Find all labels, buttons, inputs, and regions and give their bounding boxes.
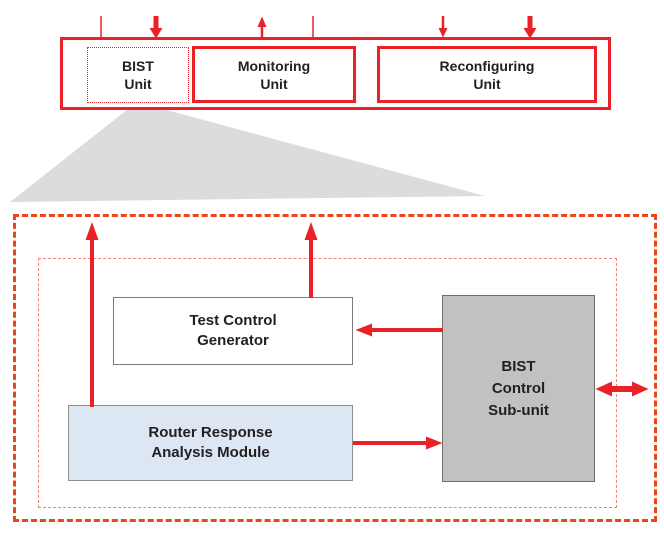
monitoring-unit-label-line: Unit — [260, 75, 288, 92]
bist-unit-label-line: BIST — [122, 58, 154, 74]
top-arrow-down-thick-2 — [523, 16, 537, 39]
box-monitoring-unit: Monitoring Unit — [192, 46, 356, 103]
box-reconfiguring-unit: Reconfiguring Unit — [377, 46, 597, 103]
reconfiguring-unit-label-line: Unit — [473, 75, 501, 92]
bist-control-subunit-label-line: Control — [491, 379, 546, 397]
reconfiguring-unit-label-line: Reconfiguring — [439, 57, 535, 74]
bist-detail-inner-border — [38, 258, 617, 508]
monitoring-unit-label-line: Monitoring — [237, 57, 311, 74]
top-arrow-down-thin — [438, 16, 448, 38]
top-arrow-up-thin — [257, 16, 267, 38]
test-control-generator-label-line: Test Control — [189, 312, 277, 329]
bist-detail-container — [13, 214, 657, 522]
bist-control-subunit-label-line: Sub-unit — [488, 401, 549, 419]
box-bist-unit: BIST Unit — [87, 47, 189, 103]
router-response-label-line: Router Response — [148, 424, 273, 441]
test-control-generator-label-line: Generator — [197, 332, 269, 349]
box-bist-control-subunit: BIST Control Sub-unit — [442, 295, 595, 482]
box-router-response-analysis-module: Router Response Analysis Module — [68, 405, 353, 481]
zoom-trapezoid — [10, 102, 485, 202]
box-test-control-generator: Test Control Generator — [113, 297, 353, 365]
bist-unit-label-line: Unit — [124, 76, 152, 92]
top-arrow-down-thick-1 — [149, 16, 163, 39]
router-response-label-line: Analysis Module — [151, 444, 270, 461]
bist-control-subunit-label-line: BIST — [501, 357, 536, 375]
